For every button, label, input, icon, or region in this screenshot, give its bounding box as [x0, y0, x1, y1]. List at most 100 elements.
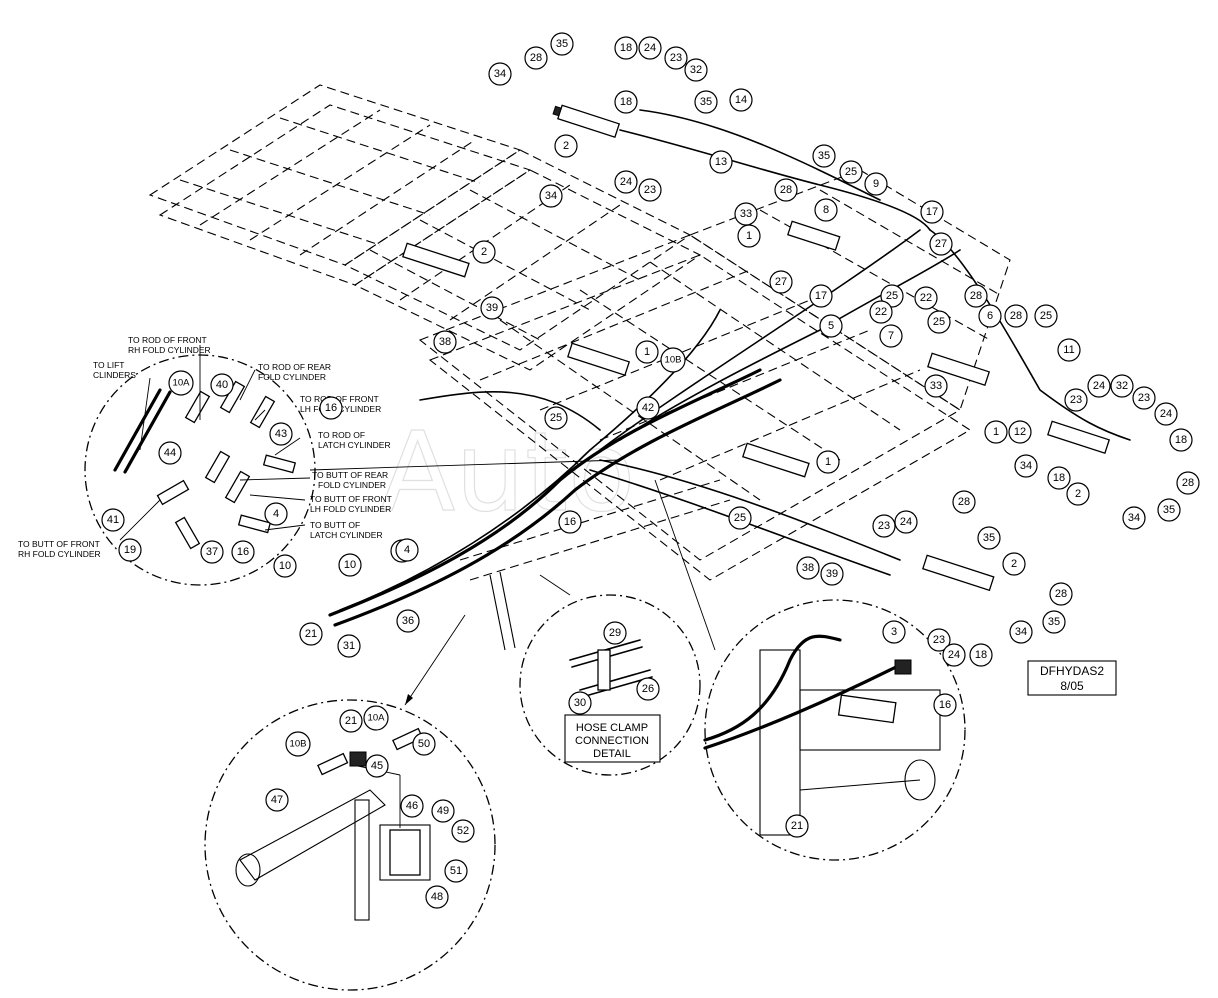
callout-label: 16	[939, 699, 951, 711]
callout-balloon	[1047, 466, 1071, 490]
callout-balloon	[869, 300, 893, 324]
latch-cylinder-detail	[654, 479, 966, 861]
callout-label: 21	[791, 820, 803, 832]
callout-balloon	[451, 819, 475, 843]
callout-39: 39	[480, 296, 504, 320]
callout-label: 21	[305, 628, 317, 640]
detail-label-line2: CONNECTION	[575, 735, 649, 747]
callout-label: 45	[371, 760, 383, 772]
callout-16: 16	[231, 540, 255, 564]
callout-label: 32	[1116, 380, 1128, 392]
callout-25: 25	[880, 284, 904, 308]
callout-label: 12	[1014, 426, 1026, 438]
callout-label: 4	[404, 544, 410, 556]
callout-10B: 10B	[660, 347, 686, 373]
callout-label: 38	[802, 562, 814, 574]
callout-38: 38	[796, 556, 820, 580]
callout-23: 23	[927, 628, 951, 652]
callout-label: 41	[107, 514, 119, 526]
callout-label: 25	[933, 316, 945, 328]
callout-label: 34	[545, 190, 557, 202]
callout-balloon	[952, 490, 976, 514]
callout-22: 22	[869, 300, 893, 324]
callout-label: 6	[987, 310, 993, 322]
callout-balloon	[694, 90, 718, 114]
note-butt-front-lh-1: TO BUTT OF FRONT	[310, 494, 392, 504]
callout-balloon	[1008, 420, 1032, 444]
callout-11: 11	[1057, 338, 1081, 362]
callout-label: 4	[273, 508, 279, 520]
note-rod-rear-2: FOLD CYLINDER	[258, 372, 326, 382]
callout-balloon	[1087, 374, 1111, 398]
callout-balloon	[809, 284, 833, 308]
callout-label: 31	[343, 640, 355, 652]
callout-label: 5	[828, 320, 834, 332]
callout-balloon	[1049, 582, 1073, 606]
callout-label: 24	[1093, 380, 1105, 392]
callout-balloon	[299, 622, 323, 646]
callout-label: 35	[818, 150, 830, 162]
callout-13: 13	[709, 150, 733, 174]
callout-label: 33	[740, 208, 752, 220]
callout-balloon	[1110, 374, 1134, 398]
callout-21: 21	[299, 622, 323, 646]
callout-balloon	[168, 370, 194, 396]
callout-label: 23	[1070, 394, 1082, 406]
callout-balloon	[264, 502, 288, 526]
callout-24: 24	[638, 36, 662, 60]
callout-label: 24	[1160, 408, 1172, 420]
callout-balloon	[964, 284, 988, 308]
callout-balloon	[684, 58, 708, 82]
callout-label: 35	[983, 532, 995, 544]
callout-balloon	[920, 200, 944, 224]
callout-balloon	[568, 691, 592, 715]
callout-28: 28	[524, 46, 548, 70]
callout-label: 23	[670, 52, 682, 64]
callout-28: 28	[952, 490, 976, 514]
note-butt-rear-1: TO BUTT OF REAR	[312, 470, 388, 480]
callout-17: 17	[920, 200, 944, 224]
callout-balloon	[785, 814, 809, 838]
callout-34: 34	[1014, 454, 1038, 478]
callout-17: 17	[809, 284, 833, 308]
callout-28: 28	[1176, 471, 1200, 495]
callout-balloon	[880, 284, 904, 308]
callout-42: 42	[636, 396, 660, 420]
callout-label: 52	[457, 825, 469, 837]
callout-10: 10	[338, 553, 362, 577]
callout-balloon	[265, 788, 289, 812]
callout-25: 25	[927, 310, 951, 334]
callout-label: 23	[933, 634, 945, 646]
callout-balloon	[933, 693, 957, 717]
callout-label: 28	[1055, 588, 1067, 600]
callout-balloon	[984, 420, 1008, 444]
callout-27: 27	[769, 270, 793, 294]
callout-balloon	[269, 422, 293, 446]
callout-28: 28	[1049, 582, 1073, 606]
callout-44: 44	[158, 441, 182, 465]
note-butt-front-rh-2: RH FOLD CYLINDER	[18, 549, 101, 559]
callout-label: 10	[344, 559, 356, 571]
callout-label: 24	[948, 649, 960, 661]
callout-balloon	[1154, 402, 1178, 426]
callout-balloon	[894, 510, 918, 534]
callout-label: 16	[564, 516, 576, 528]
callout-balloon	[839, 160, 863, 184]
valve-mount-detail	[204, 614, 496, 991]
callout-46: 46	[400, 794, 424, 818]
hydraulic-cylinders	[402, 104, 1111, 592]
callout-24: 24	[894, 510, 918, 534]
callout-label: 7	[888, 330, 894, 342]
callout-balloon	[1066, 482, 1090, 506]
callout-label: 23	[878, 520, 890, 532]
callout-9: 9	[864, 172, 888, 196]
callout-label: 25	[886, 290, 898, 302]
callout-33: 33	[924, 374, 948, 398]
callout-label: 51	[450, 865, 462, 877]
callout-5: 5	[819, 314, 843, 338]
callout-balloon	[636, 396, 660, 420]
callout-balloon	[1157, 498, 1181, 522]
callout-balloon	[814, 198, 838, 222]
callout-14: 14	[729, 88, 753, 112]
callout-balloon	[550, 32, 574, 56]
